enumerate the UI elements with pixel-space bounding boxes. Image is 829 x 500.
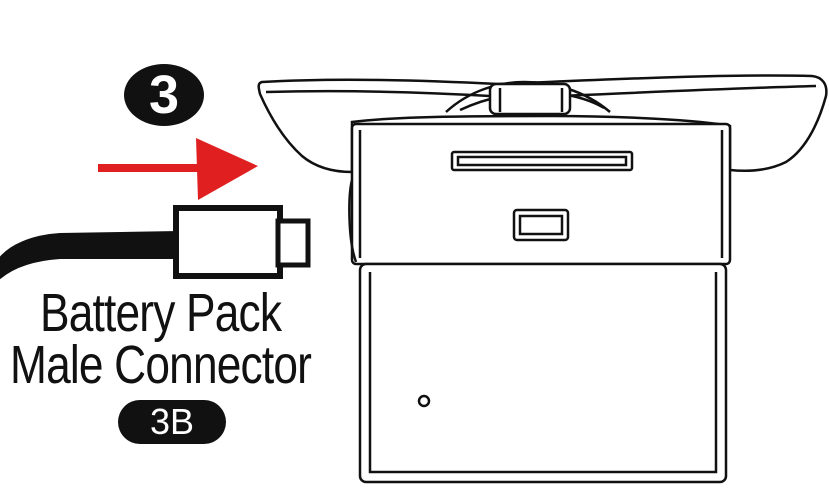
connector-label-line-1: Battery Pack bbox=[40, 283, 282, 343]
cable bbox=[0, 230, 179, 280]
device-body bbox=[348, 122, 732, 484]
step-number-badge: 3 bbox=[124, 64, 204, 126]
insert-arrow-icon bbox=[98, 138, 258, 200]
device-cap bbox=[257, 74, 828, 174]
male-connector-icon bbox=[173, 205, 311, 279]
connector-label-line-2: Male Connector bbox=[10, 335, 312, 395]
part-code-badge: 3B bbox=[118, 400, 226, 444]
